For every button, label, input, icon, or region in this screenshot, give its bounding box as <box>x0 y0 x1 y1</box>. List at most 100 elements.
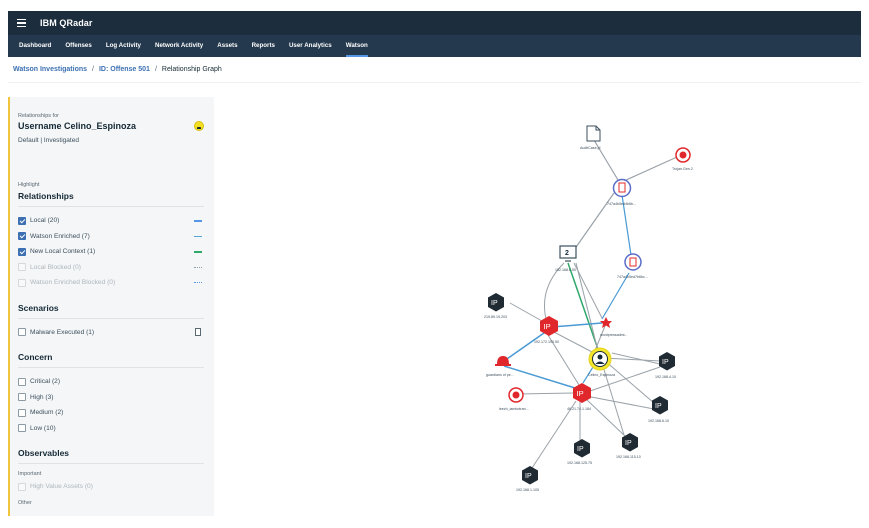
nav-watson[interactable]: Watson <box>339 35 375 57</box>
checkbox-watson-enriched[interactable] <box>18 232 26 241</box>
breadcrumb-offense-id[interactable]: ID: Offense 501 <box>98 66 150 73</box>
relationship-label: Local (20) <box>30 217 60 225</box>
relationship-label: Watson Enriched (7) <box>30 232 90 240</box>
nav-assets[interactable]: Assets <box>217 42 238 49</box>
nav-log-activity[interactable]: Log Activity <box>105 42 141 49</box>
node-ip-6-10[interactable]: IP 192.168.6.10 <box>648 396 669 423</box>
legend-dash-local-blocked <box>194 266 202 268</box>
node-ip-125-75[interactable]: IP 192.168.125.75 <box>567 439 592 465</box>
node-ip-critical-1[interactable]: IP 192.172.190.50 <box>534 316 559 344</box>
username-title: Username Celino_Espinoza <box>18 121 137 131</box>
user-icon <box>194 121 204 131</box>
node-ip-4-10[interactable]: IP 192.168.4.10 <box>655 352 676 379</box>
relationship-label: Local Blocked (0) <box>30 263 81 271</box>
relationship-local-blocked: Local Blocked (0) <box>18 260 204 276</box>
host-badge: 2 <box>565 250 569 257</box>
node-user[interactable]: Celino_Espinoza <box>588 347 615 377</box>
concern-low[interactable]: Low (10) <box>18 421 204 437</box>
node-pwned[interactable]: guardians of pe... <box>486 356 514 377</box>
scenario-malware-executed[interactable]: Malware Executed (1) <box>18 325 204 341</box>
ip-hex <box>488 293 504 312</box>
node-ip-115-10[interactable]: IP 192.168.115.10 <box>616 433 641 459</box>
node-hash-1[interactable]: 747a4b5ed4b6b... <box>607 178 636 207</box>
nav-user-analytics[interactable]: User Analytics <box>288 42 332 49</box>
concern-critical[interactable]: Critical (2) <box>18 374 204 390</box>
edge <box>623 156 678 182</box>
relationships-heading: Relationships <box>18 191 204 207</box>
concern-list: Critical (2) High (3) Medium (2) Low (10… <box>18 374 204 436</box>
edge <box>503 365 576 389</box>
hamburger-menu-icon[interactable] <box>8 11 34 35</box>
ip-hex <box>622 433 638 452</box>
file-fold <box>595 126 600 131</box>
breadcrumb-separator: / <box>154 66 157 73</box>
node-label-ip-critical-2: 46.21.74.1.184 <box>567 407 591 411</box>
checkbox-new-local-context[interactable] <box>18 247 26 256</box>
ip-hex <box>574 439 590 458</box>
relationship-watson-enriched[interactable]: Watson Enriched (7) <box>18 229 204 245</box>
alert-base <box>495 364 511 366</box>
node-label-malware: leech_iambotran... <box>499 407 529 411</box>
node-hash-2[interactable]: 747a4b5ed7b6bc... <box>617 253 648 279</box>
node-label-ip-4-10: 192.168.4.10 <box>655 375 676 379</box>
edge <box>575 262 600 356</box>
edge <box>509 302 543 322</box>
ip-text: IP <box>491 300 498 307</box>
node-ip-219[interactable]: IP 219.89.19.203 <box>484 293 507 319</box>
nav-offenses[interactable]: Offenses <box>65 42 92 49</box>
scenario-label: Malware Executed (1) <box>30 328 95 336</box>
concern-label: Low (10) <box>30 424 56 432</box>
user-head <box>597 354 603 360</box>
breadcrumb-watson-investigations[interactable]: Watson Investigations <box>13 66 88 73</box>
edge <box>516 392 575 395</box>
highlight-label: Highlight <box>18 182 40 188</box>
observable-label: High Value Assets (0) <box>30 483 93 491</box>
edge <box>593 320 608 354</box>
nav-reports[interactable]: Reports <box>251 42 275 49</box>
relationships-list: Local (20) Watson Enriched (7) New Local… <box>18 213 204 291</box>
relationships-sidebar: Relationships for Username Celino_Espino… <box>8 97 214 516</box>
edge <box>585 398 627 438</box>
important-label: Important <box>18 471 42 477</box>
node-label-ip-219: 219.89.19.203 <box>484 315 507 319</box>
node-ip-1-105[interactable]: IP 192.168.1.105 <box>516 466 539 492</box>
checkbox-local[interactable] <box>18 216 26 225</box>
edge <box>603 359 655 404</box>
node-cluster[interactable]: wordpressadmi... <box>600 317 627 337</box>
relationship-local[interactable]: Local (20) <box>18 213 204 229</box>
malware-core <box>679 151 687 159</box>
relationship-graph-canvas[interactable]: AuditCase.pl Trojan.Gen.2 747a4b5ed4b6b.… <box>214 83 861 516</box>
checkbox-critical[interactable] <box>18 377 26 386</box>
concern-medium[interactable]: Medium (2) <box>18 405 204 421</box>
checkbox-high[interactable] <box>18 393 26 402</box>
nav-dashboard[interactable]: Dashboard <box>19 42 52 49</box>
concern-high[interactable]: High (3) <box>18 390 204 406</box>
ip-text: IP <box>525 473 532 480</box>
relationship-label: New Local Context (1) <box>30 248 96 256</box>
edge <box>551 330 595 354</box>
relationship-graph[interactable]: AuditCase.pl Trojan.Gen.2 747a4b5ed4b6b.… <box>214 83 861 516</box>
node-label-auditcase: AuditCase.pl <box>580 146 601 150</box>
hash-doc <box>629 257 637 267</box>
app-window: IBM QRadar Dashboard Offenses Log Activi… <box>8 11 861 516</box>
ip-hex <box>540 316 558 336</box>
node-malware[interactable]: leech_iambotran... <box>499 387 529 411</box>
checkbox-malware-executed[interactable] <box>18 328 26 337</box>
edge <box>589 366 661 392</box>
node-host[interactable]: 2 192.168.0.50 <box>555 245 577 272</box>
checkbox-low[interactable] <box>18 424 26 433</box>
checkbox-medium[interactable] <box>18 408 26 417</box>
scenarios-list: Malware Executed (1) <box>18 325 204 341</box>
nav-network-activity[interactable]: Network Activity <box>155 42 204 49</box>
legend-dash-enriched-blocked <box>194 282 202 284</box>
breadcrumb: Watson Investigations / ID: Offense 501 … <box>8 57 861 83</box>
node-ip-critical-2[interactable]: IP 46.21.74.1.184 <box>567 383 591 411</box>
node-trojan[interactable]: Trojan.Gen.2 <box>672 147 693 171</box>
node-auditcase[interactable]: AuditCase.pl <box>580 125 601 150</box>
relationship-new-local-context[interactable]: New Local Context (1) <box>18 244 204 260</box>
edge <box>531 400 577 469</box>
concern-label: Critical (2) <box>30 378 61 386</box>
monitor-icon <box>559 245 577 259</box>
ip-text: IP <box>544 322 551 331</box>
alert-icon <box>497 356 509 364</box>
